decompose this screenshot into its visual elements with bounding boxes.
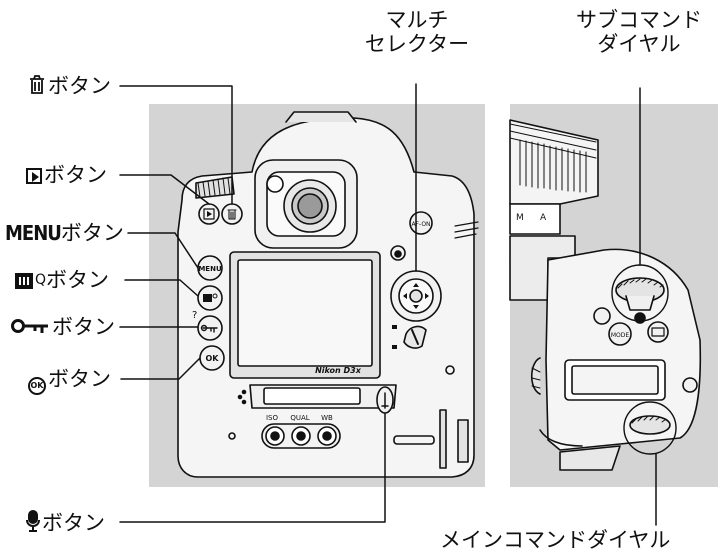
playback-icon <box>26 168 42 184</box>
camera-top-body <box>545 248 702 451</box>
iso-qual-wb-buttons: ISO QUAL WB <box>261 414 341 449</box>
left-button-column: MENU OK ? <box>192 203 243 371</box>
svg-text:A: A <box>540 213 547 223</box>
delete-button <box>221 203 243 225</box>
svg-text:?: ? <box>192 310 197 321</box>
svg-text:ISO: ISO <box>266 414 279 422</box>
svg-text:MODE: MODE <box>611 332 630 339</box>
svg-text:M: M <box>516 213 524 223</box>
mic-icon <box>26 510 40 532</box>
mic-button-label: ボタン <box>26 510 105 535</box>
multi-selector-label: マルチ セレクター <box>364 8 470 56</box>
main-command-dial-label: メインコマンドダイヤル <box>440 528 671 552</box>
leader-lines <box>119 83 657 526</box>
playback-button-label: ボタン <box>26 163 107 187</box>
sub-command-dial-label: サブコマンド ダイヤル <box>576 8 702 56</box>
ok-icon: OK <box>28 377 46 395</box>
menu-icon: MENU <box>5 221 62 245</box>
control-panel-lcd <box>263 387 361 405</box>
svg-text:QUAL: QUAL <box>290 414 309 422</box>
af-on-text: AF-ON <box>411 221 430 228</box>
delete-button-label: ボタン <box>28 74 111 98</box>
menu-button-label: MENUボタン <box>5 221 124 245</box>
menu-button-text: MENU <box>198 265 222 273</box>
svg-text:WB: WB <box>321 414 333 422</box>
brand-text: Nikon D3x <box>315 366 362 375</box>
multi-selector <box>390 270 442 349</box>
ok-button-text: OK <box>206 354 220 363</box>
zoom-icon <box>15 273 33 289</box>
main-dial-highlight <box>623 401 677 455</box>
delete-icon <box>30 75 44 94</box>
main-command-dial-graphic <box>629 415 671 435</box>
protect-button-label: ボタン <box>10 315 115 339</box>
protect-icon <box>11 319 48 333</box>
zoom-button-label: Qボタン <box>15 268 109 292</box>
